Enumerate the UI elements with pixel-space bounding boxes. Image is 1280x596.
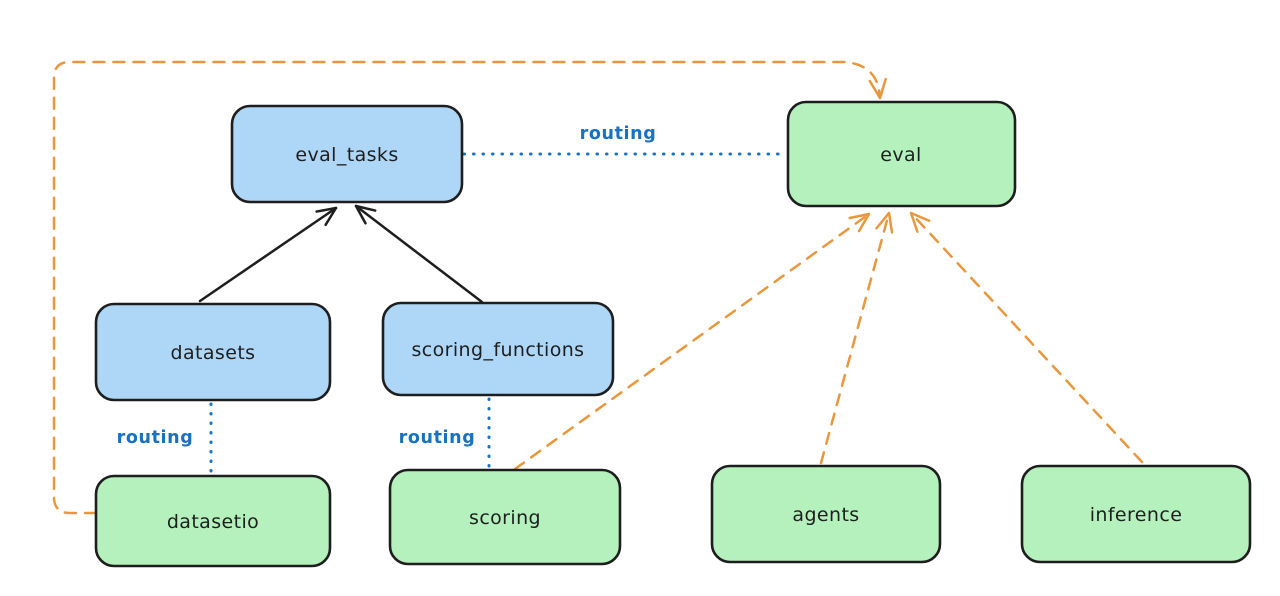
edge-scoring-to-eval xyxy=(513,212,871,471)
node-datasets: datasets xyxy=(94,302,332,402)
node-eval-box xyxy=(786,100,1017,208)
node-datasets-box xyxy=(94,302,332,402)
node-scoring-functions-label: scoring_functions xyxy=(412,339,585,361)
routing-label-scoring: routing xyxy=(399,428,476,448)
node-scoring-functions: scoring_functions xyxy=(381,301,615,397)
node-datasets-label: datasets xyxy=(171,342,256,364)
node-datasetio-box xyxy=(94,474,332,568)
node-scoring-box xyxy=(388,468,622,566)
node-eval: eval xyxy=(786,100,1017,208)
edge-scoring-functions-to-eval-tasks xyxy=(354,204,484,304)
node-datasetio-label: datasetio xyxy=(167,511,259,533)
node-eval-tasks: eval_tasks xyxy=(230,104,464,204)
edge-inference-to-eval xyxy=(909,211,1144,464)
routing-label-datasets: routing xyxy=(117,428,194,448)
node-eval-tasks-box xyxy=(230,104,464,204)
node-scoring: scoring xyxy=(388,468,622,566)
node-scoring-label: scoring xyxy=(469,507,541,529)
node-scoring-functions-box xyxy=(381,301,615,397)
edge-datasetio-to-eval xyxy=(52,60,887,515)
node-inference: inference xyxy=(1020,464,1252,564)
node-agents-label: agents xyxy=(792,504,859,526)
node-agents-box xyxy=(710,464,942,564)
node-eval-label: eval xyxy=(880,144,921,166)
edge-datasets-to-eval-tasks xyxy=(198,206,338,303)
node-inference-label: inference xyxy=(1090,504,1183,526)
node-agents: agents xyxy=(710,464,942,564)
node-datasetio: datasetio xyxy=(94,474,332,568)
node-eval-tasks-label: eval_tasks xyxy=(295,144,398,166)
routing-label-top: routing xyxy=(580,124,657,144)
node-inference-box xyxy=(1020,464,1252,564)
edge-agents-to-eval xyxy=(819,211,894,465)
